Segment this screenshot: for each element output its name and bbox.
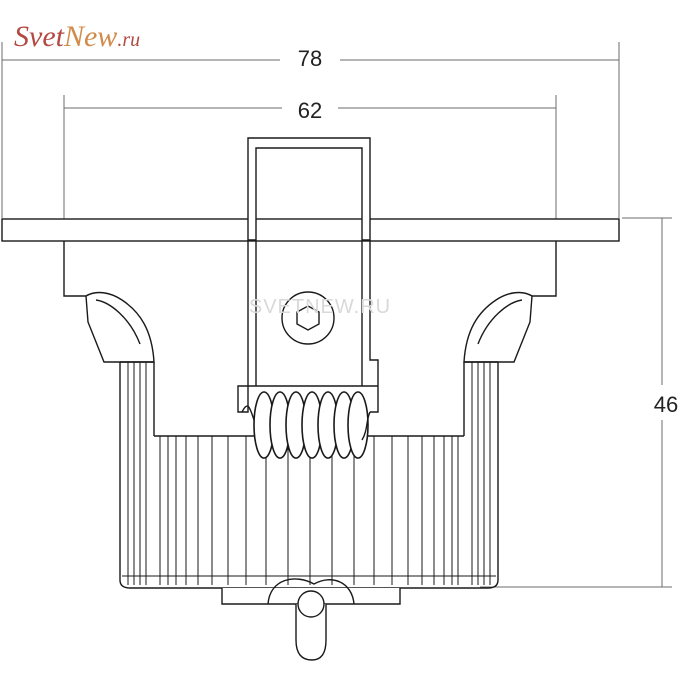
pin-stem bbox=[295, 604, 327, 661]
brand-logo: SvetNew.ru bbox=[14, 20, 140, 53]
spring-clip-bracket bbox=[247, 137, 371, 241]
hex-screw-icon bbox=[281, 291, 335, 345]
lamp-drawing bbox=[1, 137, 620, 661]
svg-text:SvetNew.ru: SvetNew.ru bbox=[14, 20, 140, 53]
dimension-inner-width bbox=[63, 95, 557, 240]
watermark-text: SVETNEW.RU bbox=[249, 296, 391, 318]
mounting-flange bbox=[1, 218, 620, 242]
dimension-outer-width bbox=[1, 42, 620, 218]
housing-shoulder bbox=[63, 241, 557, 297]
dimension-inner-width-label: 62 bbox=[298, 98, 322, 123]
logo-brand-tld: .ru bbox=[117, 29, 140, 51]
logo-brand-a: Svet bbox=[14, 20, 65, 53]
dimension-height bbox=[480, 217, 672, 588]
left-wing bbox=[85, 291, 155, 363]
heatsink-fins bbox=[127, 362, 491, 585]
right-wing bbox=[463, 291, 533, 363]
spring-coil bbox=[253, 391, 369, 459]
pin-knob bbox=[297, 590, 325, 618]
dimension-outer-width-label: 78 bbox=[298, 46, 322, 71]
dimension-height-label: 46 bbox=[654, 392, 678, 417]
logo-brand-b: New bbox=[63, 20, 117, 53]
